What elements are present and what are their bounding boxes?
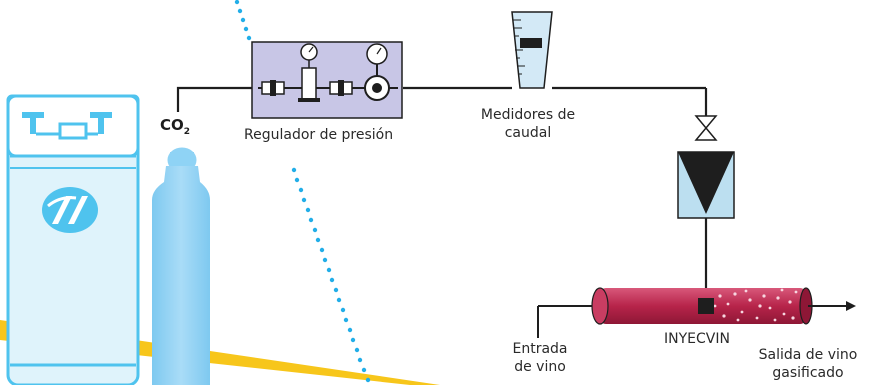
valve-icon: [694, 115, 718, 141]
wine-out-label-line2: gasificado: [772, 365, 844, 381]
filter-icon: [677, 151, 735, 219]
gas-tank-icon: [6, 94, 140, 385]
regulator-label: Regulador de presión: [244, 127, 394, 143]
flow-meters-label-line1: Medidores de: [480, 107, 576, 123]
inyecvin-label: INYECVIN: [664, 331, 730, 347]
wine-out-label-line1: Salida de vino: [758, 347, 858, 363]
logo-icon: [42, 187, 98, 233]
gas-line: [176, 86, 708, 288]
flow-meters-label-line2: caudal: [504, 125, 552, 141]
dotted-line: [234, 0, 371, 383]
pressure-regulator-icon: [251, 41, 403, 119]
injector-pipe-icon: [537, 287, 856, 338]
pressure-gauge-icon: [366, 43, 388, 65]
flow-meter-icon: [511, 11, 553, 89]
arrow-icon: [846, 301, 856, 311]
wine-in-label-line1: Entrada: [512, 341, 568, 357]
wine-in-label-line2: de vino: [514, 359, 566, 375]
co2-label: CO2: [160, 116, 191, 137]
co2-cylinder-icon: [152, 147, 210, 385]
wine-out-label: Salida de vino gasificado: [752, 346, 864, 382]
wine-in-label: Entrada de vino: [500, 340, 580, 376]
flow-meters-label: Medidores de caudal: [466, 106, 590, 142]
